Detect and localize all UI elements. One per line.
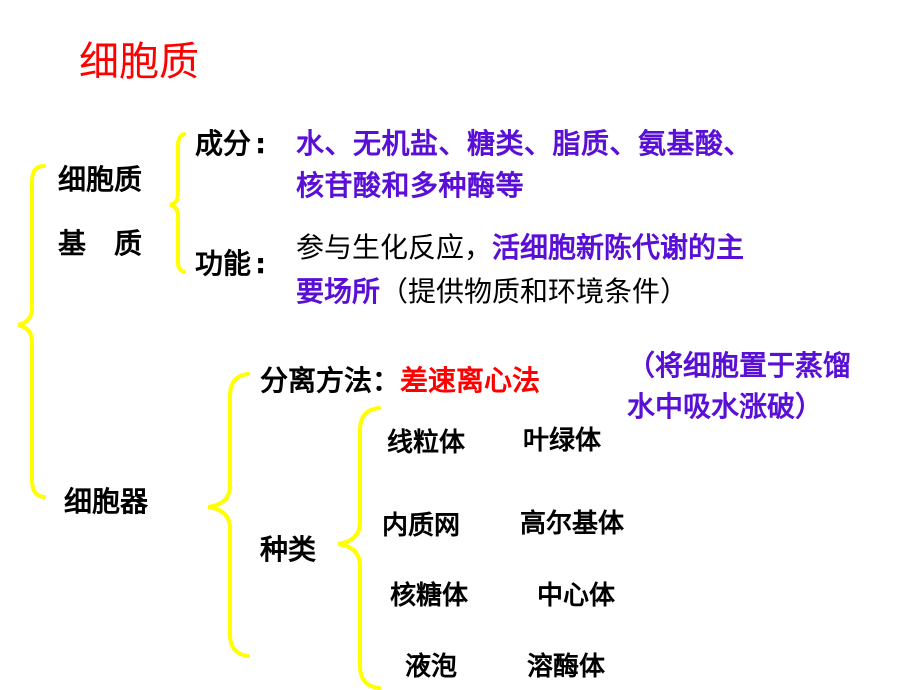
composition-colon: : (255, 127, 267, 160)
organelle-golgi: 高尔基体 (520, 509, 625, 539)
function-line1-highlight: 活细胞新陈代谢的主 (492, 231, 745, 264)
organelle-chloroplast: 叶绿体 (523, 426, 602, 456)
organelles-label: 细胞器 (64, 485, 149, 518)
organelle-lysosome: 溶酶体 (527, 652, 606, 682)
function-label-text: 功能 (195, 247, 252, 280)
function-line2: 要场所（提供物质和环境条件） (296, 278, 688, 306)
organelles-brace (207, 372, 250, 658)
function-label: 功能: (195, 250, 266, 278)
types-label: 种类 (260, 533, 317, 566)
function-line1: 参与生化反应，活细胞新陈代谢的主 (296, 234, 744, 262)
types-brace (337, 406, 381, 690)
outer-brace (17, 164, 46, 499)
function-colon: : (255, 247, 267, 280)
cytosol-label-line1: 细胞质 (58, 163, 143, 196)
organelle-er: 内质网 (382, 511, 461, 541)
cytosol-brace (169, 132, 186, 274)
composition-line2: 核苷酸和多种酶等 (296, 169, 525, 202)
separation-note-line2: 水中吸水涨破） (627, 390, 824, 423)
composition-label: 成分: (195, 130, 266, 158)
organelle-vacuole: 液泡 (405, 652, 458, 682)
separation-note-line1: （将细胞置于蒸馏 (627, 349, 852, 382)
cytosol-label-line2: 基 质 (58, 227, 143, 260)
slide-title: 细胞质 (79, 39, 199, 85)
function-line2-highlight: 要场所 (296, 275, 381, 308)
organelle-ribosome: 核糖体 (390, 581, 469, 611)
separation-method: 差速离心法 (400, 364, 541, 397)
organelle-centrosome: 中心体 (537, 581, 616, 611)
organelle-mitochondria: 线粒体 (387, 428, 466, 458)
separation-label: 分离方法： (260, 364, 401, 397)
function-line2-plain: （提供物质和环境条件） (380, 275, 689, 308)
composition-line1: 水、无机盐、糖类、脂质、氨基酸、 (296, 127, 753, 160)
composition-label-text: 成分 (195, 127, 252, 160)
separation-row: 分离方法：差速离心法 (260, 367, 540, 395)
function-line1-plain: 参与生化反应， (296, 231, 493, 264)
